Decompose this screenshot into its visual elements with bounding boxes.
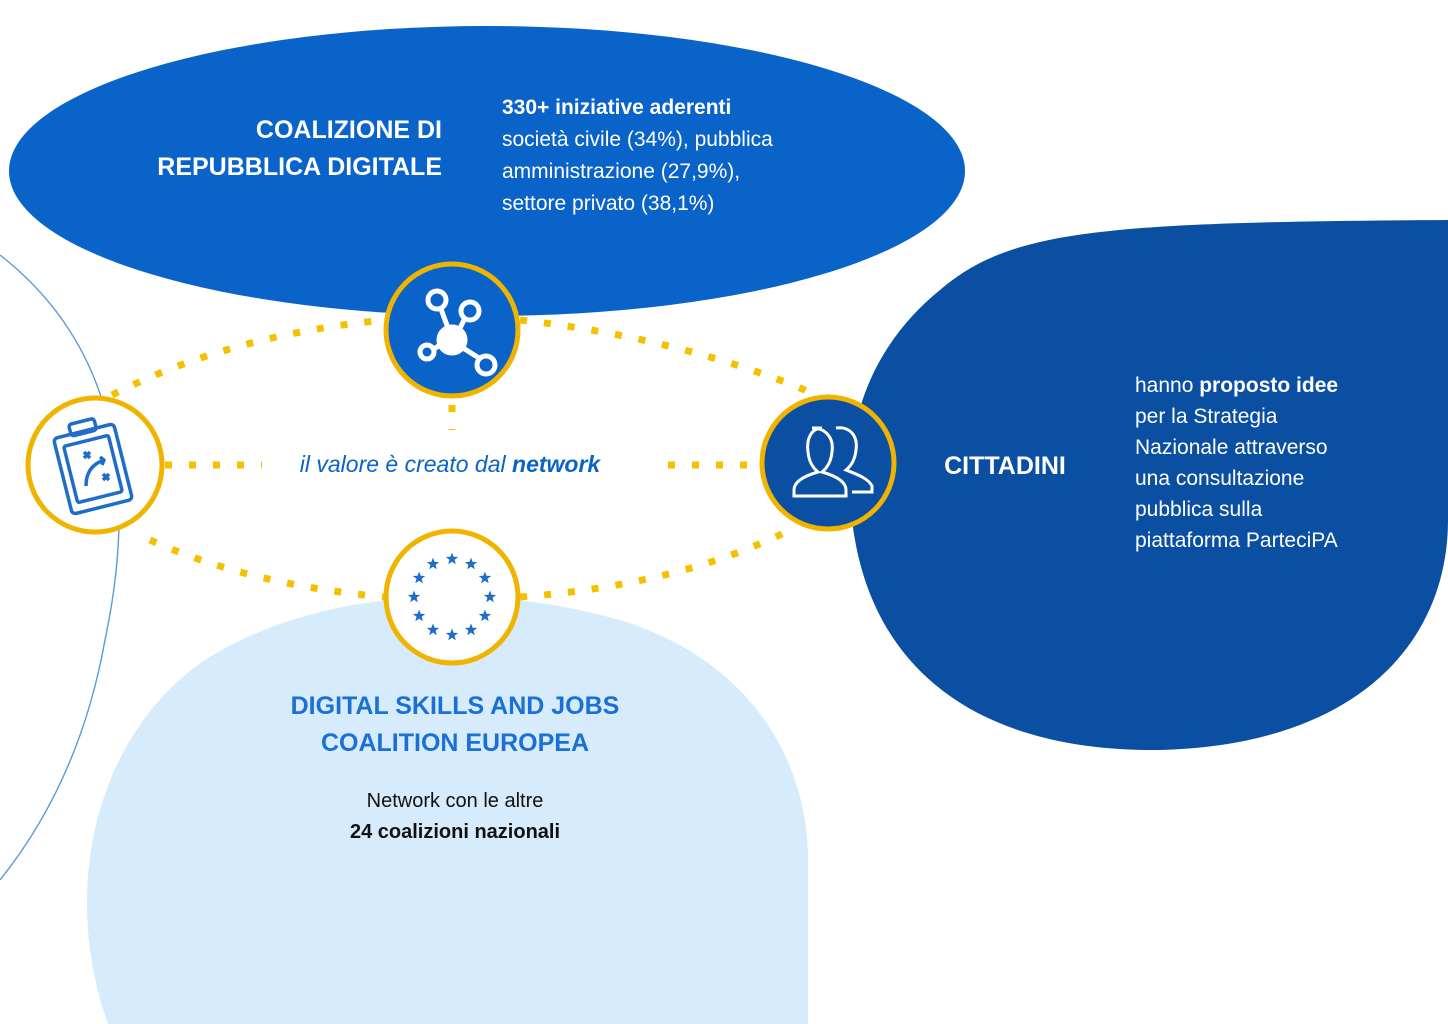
eu-star (407, 590, 421, 603)
network-nodes-icon (417, 288, 498, 377)
eu-star (478, 571, 492, 584)
eu-star (483, 590, 497, 603)
eu-star (412, 571, 426, 584)
people-icon (792, 426, 874, 498)
eu-coalition-blob (86, 596, 808, 1024)
cittadini-text-line: Nazionale attraverso (1135, 436, 1328, 459)
network-node-icon-circle (383, 261, 521, 399)
eu-node-circle (383, 528, 521, 666)
coalizione-stats-head: 330+ iniziative aderenti (502, 96, 732, 119)
eu-star (478, 609, 492, 622)
eu-star (445, 628, 459, 641)
strategy-node-circle (25, 395, 165, 535)
eu-coalition-title-line2: COALITION EUROPEA (320, 729, 590, 757)
eu-coalition-text-line2: 24 coalizioni nazionali (349, 821, 561, 843)
eu-star (426, 623, 440, 636)
tagline-prefix: il valore è creato dal (299, 451, 513, 477)
eu-coalition-text-line1: Network con le altre (366, 790, 544, 812)
cittadini-text-emphasis: proposto idee (1199, 374, 1339, 397)
eu-star (412, 609, 426, 622)
cittadini-shape (849, 220, 1448, 751)
coalizione-title: COALIZIONE DI REPUBBLICA DIGITALE (120, 112, 442, 186)
eu-stars-icon (407, 552, 497, 641)
network-dotted-lines (110, 316, 812, 601)
eu-star (426, 557, 440, 570)
strategy-clipboard-icon (52, 417, 134, 516)
cittadini-text-line: piattaforma ParteciPA (1135, 529, 1338, 552)
coalizione-stats-line: società civile (34%), pubblica (502, 128, 773, 151)
eu-coalition-title-line1: DIGITAL SKILLS AND JOBS (290, 692, 620, 720)
network-tagline: il valore è creato dal network (250, 446, 650, 482)
eu-star (464, 557, 478, 570)
coalizione-stats: 330+ iniziative aderenti società civile … (502, 92, 862, 220)
cittadini-title: CITTADINI (944, 452, 1066, 480)
cittadini-text-line: una consultazione (1135, 467, 1305, 490)
coalizione-ellipse (9, 26, 965, 316)
eu-coalition-title: DIGITAL SKILLS AND JOBS COALITION EUROPE… (240, 688, 670, 762)
cittadini-text-line: pubblica sulla (1135, 498, 1263, 521)
eu-coalition-text: Network con le altre 24 coalizioni nazio… (240, 786, 670, 848)
coalizione-title-line1: COALIZIONE DI (255, 116, 442, 144)
cittadini-text-line: per la Strategia (1135, 405, 1278, 428)
people-node-circle (759, 394, 897, 532)
cittadini-text-prefix: hanno (1135, 374, 1200, 397)
cittadini-text-line: hanno proposto idee (1135, 370, 1415, 401)
eu-star (445, 552, 459, 565)
coalizione-title-line2: REPUBBLICA DIGITALE (157, 153, 442, 181)
coalizione-stats-line: settore privato (38,1%) (502, 192, 715, 215)
eu-star (464, 623, 478, 636)
tagline-emphasis: network (512, 451, 601, 477)
cittadini-text: hanno proposto idee per la Strategia Naz… (1135, 370, 1415, 556)
left-arc (0, 254, 120, 881)
coalizione-stats-line: amministrazione (27,9%), (502, 160, 741, 183)
